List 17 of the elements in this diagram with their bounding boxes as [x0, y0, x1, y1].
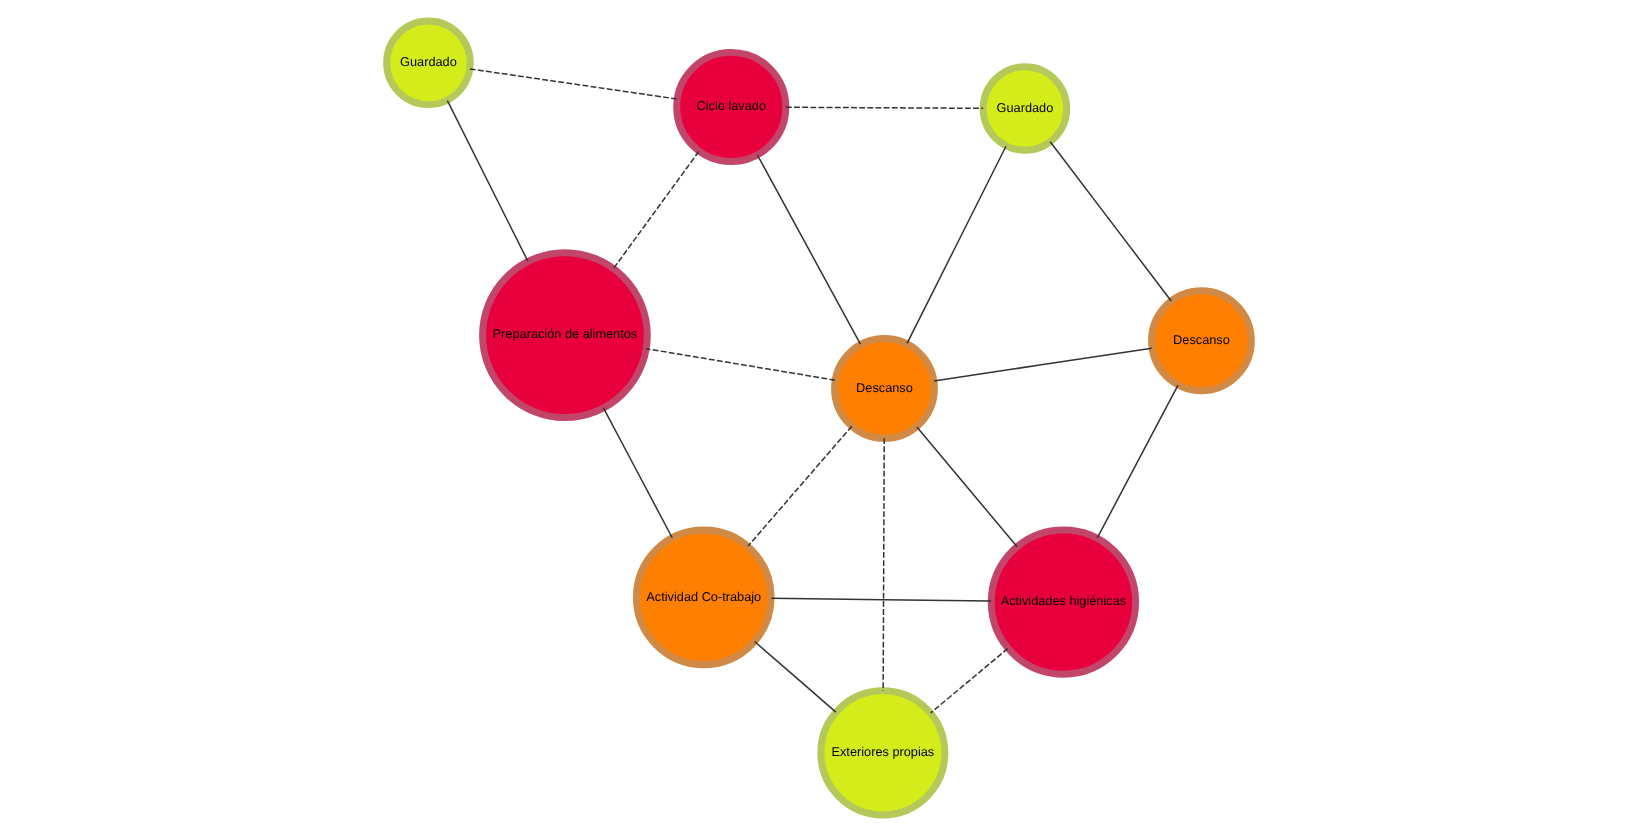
connector: [755, 154, 861, 345]
connector: [928, 647, 1008, 714]
connector: [601, 407, 672, 539]
connector: [1048, 141, 1171, 302]
connector: [752, 640, 836, 713]
connector: [746, 425, 852, 547]
connector: [611, 150, 699, 270]
connector: [932, 347, 1152, 382]
connector: [445, 99, 528, 262]
connector: [1095, 384, 1178, 539]
connector: [784, 106, 983, 110]
connector: [915, 426, 1017, 548]
connector: [644, 347, 835, 381]
connector: [769, 597, 991, 602]
connector: [468, 68, 677, 100]
connector: [905, 145, 1006, 345]
connector: [881, 437, 884, 692]
